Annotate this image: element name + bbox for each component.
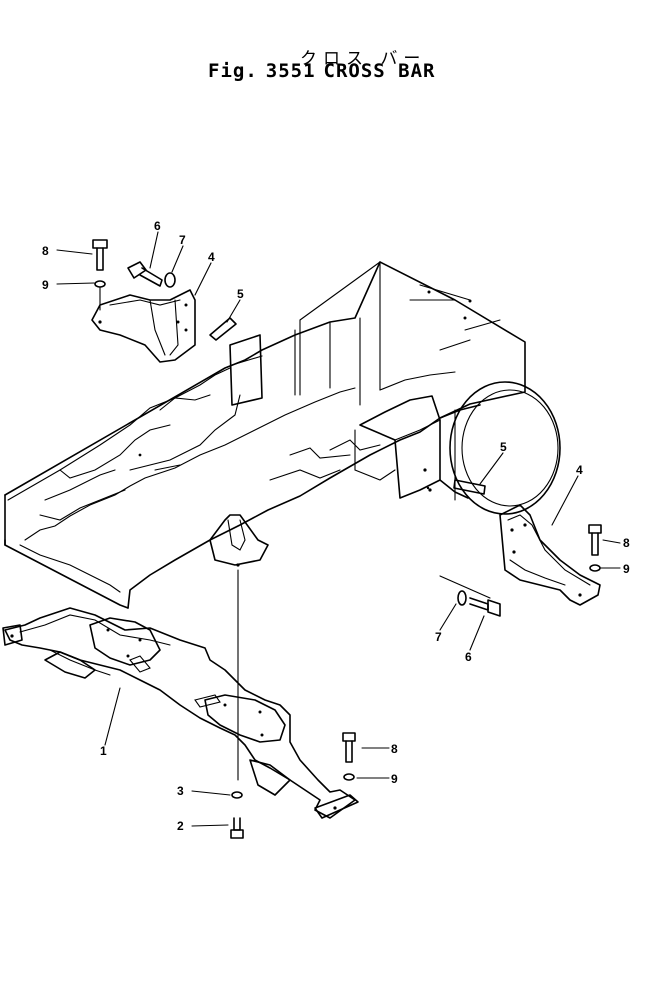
figure-title: Fig. 3551 CROSS BAR bbox=[208, 60, 443, 82]
callout-8: 8 bbox=[623, 536, 630, 550]
figure-number: 3551 bbox=[265, 60, 316, 82]
callout-4: 4 bbox=[208, 250, 215, 264]
callout-8: 8 bbox=[42, 244, 49, 258]
callout-8: 8 bbox=[391, 742, 398, 756]
callout-5: 5 bbox=[500, 440, 507, 454]
callout-2: 2 bbox=[177, 819, 184, 833]
main-frame bbox=[4, 261, 526, 609]
callout-4: 4 bbox=[576, 463, 583, 477]
right-bracket-assembly bbox=[439, 479, 602, 617]
rear-housing bbox=[439, 381, 561, 515]
title-japanese: クロス バー bbox=[300, 49, 427, 69]
callout-3: 3 bbox=[177, 784, 184, 798]
callout-9: 9 bbox=[391, 772, 398, 786]
callout-labels: 8 9 6 7 4 5 5 4 8 9 7 6 1 8 9 3 2 bbox=[42, 219, 630, 833]
callout-5: 5 bbox=[237, 287, 244, 301]
callout-6: 6 bbox=[465, 650, 472, 664]
callout-7: 7 bbox=[435, 630, 442, 644]
callout-7: 7 bbox=[179, 233, 186, 247]
figure-label: Fig. bbox=[208, 60, 258, 82]
callout-9: 9 bbox=[42, 278, 49, 292]
left-bracket-assembly bbox=[91, 239, 237, 363]
part-1-cross-bar bbox=[2, 607, 359, 819]
callout-1: 1 bbox=[100, 744, 107, 758]
leader-lines bbox=[56, 231, 621, 827]
lower-fasteners bbox=[230, 732, 356, 839]
callout-6: 6 bbox=[154, 219, 161, 233]
figure-name: CROSS BAR bbox=[323, 60, 436, 82]
callout-9: 9 bbox=[623, 562, 630, 576]
